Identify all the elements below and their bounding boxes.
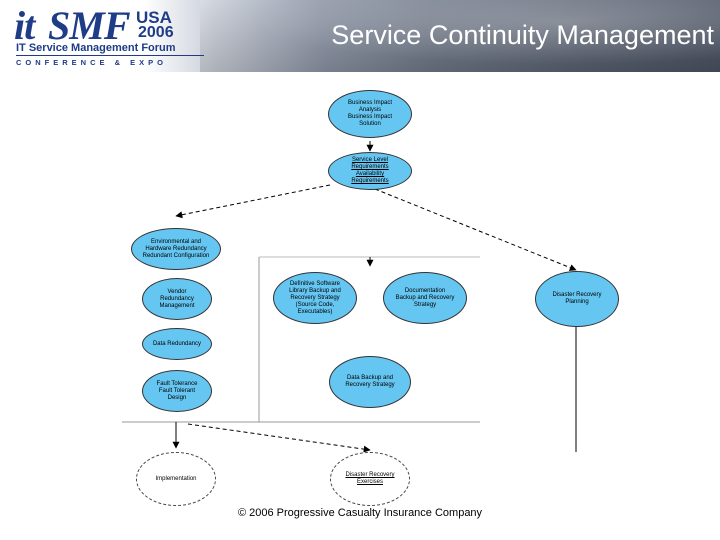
arrow-slr-to-drp	[374, 188, 577, 271]
node-implementation: Implementation	[136, 452, 216, 506]
header-sky-background	[200, 0, 720, 72]
node-vendor-redundancy-label: Vendor Redundancy Management	[159, 288, 195, 309]
logo-swoosh	[16, 55, 204, 56]
node-business-impact-analysis: Business Impact Analysis Business Impact…	[328, 90, 412, 138]
arrow-to-dr-exercises	[187, 423, 371, 453]
logo-expo: CONFERENCE & EXPO	[16, 58, 167, 67]
node-vendor-redundancy: Vendor Redundancy Management	[142, 278, 212, 320]
node-documentation-backup: Documentation Backup and Recovery Strate…	[383, 272, 467, 324]
node-business-impact-analysis-label: Business Impact Analysis Business Impact…	[347, 100, 393, 127]
node-documentation-backup-label: Documentation Backup and Recovery Strate…	[395, 287, 455, 308]
itsmf-logo: it SMF USA 2006 IT Service Management Fo…	[8, 3, 208, 68]
node-environmental-hardware-redundancy-label: Environmental and Hardware Redundancy Re…	[142, 238, 210, 259]
node-fault-tolerance-label: Fault Tolerance Fault Tolerant Design	[156, 380, 198, 401]
node-service-level-requirements-label: Service Level Requirements Availability …	[351, 157, 389, 184]
slide-title: Service Continuity Management	[331, 20, 714, 50]
arrow-slr-to-env	[175, 184, 331, 219]
node-disaster-recovery-planning: Disaster Recovery Planning	[535, 271, 619, 327]
logo-smf: SMF	[48, 3, 130, 48]
node-disaster-recovery-planning-label: Disaster Recovery Planning	[552, 292, 602, 305]
node-service-level-requirements: Service Level Requirements Availability …	[328, 152, 412, 190]
logo-it: it	[14, 3, 35, 48]
node-definitive-software-library: Definitive Software Library Backup and R…	[273, 272, 357, 324]
logo-usa: USA	[136, 8, 172, 27]
node-data-redundancy-label: Data Redundancy	[152, 340, 202, 347]
node-disaster-recovery-exercises: Disaster Recovery Exercises	[330, 452, 410, 506]
logo-forum: IT Service Management Forum	[16, 42, 176, 54]
node-definitive-software-library-label: Definitive Software Library Backup and R…	[289, 280, 341, 315]
node-implementation-label: Implementation	[155, 475, 197, 482]
node-disaster-recovery-exercises-label: Disaster Recovery Exercises	[345, 472, 395, 485]
logo-year: 2006	[138, 24, 174, 41]
node-data-backup-recovery: Data Backup and Recovery Strategy	[329, 356, 411, 408]
copyright-footer: © 2006 Progressive Casualty Insurance Co…	[237, 507, 483, 519]
node-data-backup-recovery-label: Data Backup and Recovery Strategy	[345, 375, 395, 388]
node-environmental-hardware-redundancy: Environmental and Hardware Redundancy Re…	[131, 228, 221, 270]
node-data-redundancy: Data Redundancy	[142, 328, 212, 360]
slide-header: it SMF USA 2006 IT Service Management Fo…	[0, 0, 720, 72]
node-fault-tolerance: Fault Tolerance Fault Tolerant Design	[142, 370, 212, 412]
